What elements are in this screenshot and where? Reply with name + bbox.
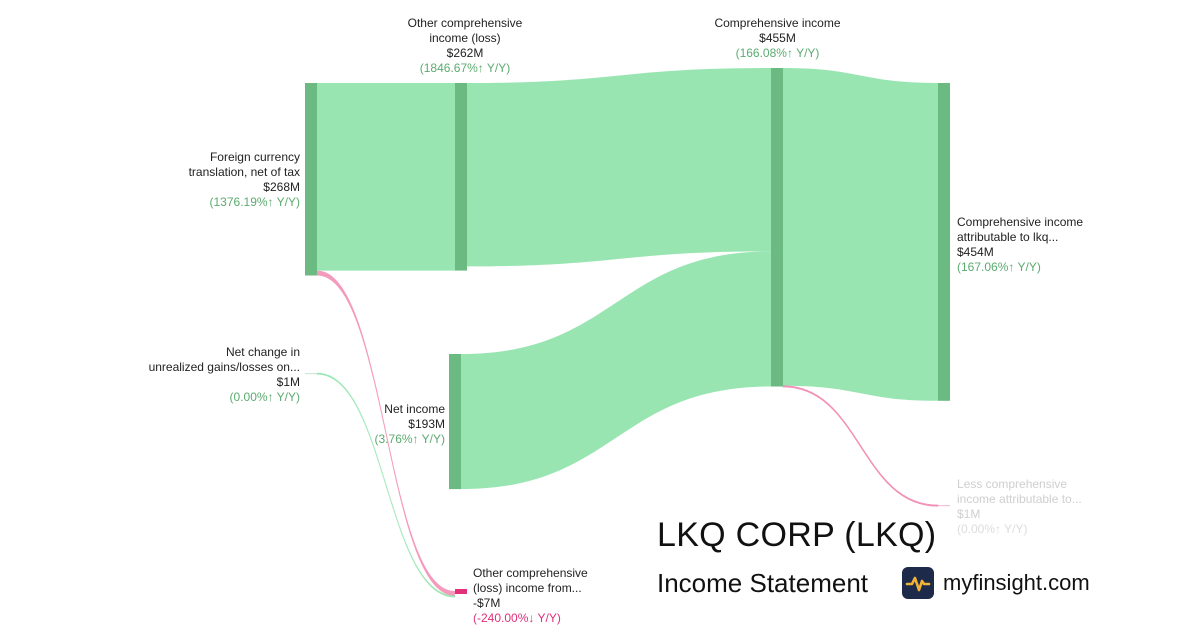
node-value: $193M xyxy=(408,417,445,431)
node-fx xyxy=(305,83,317,276)
link-oci-to-ci xyxy=(467,68,771,267)
node-oci xyxy=(455,83,467,271)
statement-title: Income Statement xyxy=(657,568,868,598)
node-change: (167.06%↑ Y/Y) xyxy=(957,260,1041,274)
node-unreal xyxy=(305,373,317,375)
node-value: $1M xyxy=(957,507,981,521)
node-label-line: Net income xyxy=(384,402,445,416)
node-label-line: (loss) income from... xyxy=(473,581,582,595)
node-change: (-240.00%↓ Y/Y) xyxy=(473,611,561,625)
node-label-line: Net change in xyxy=(225,345,300,359)
node-label-ocifrom: Other comprehensive(loss) income from...… xyxy=(473,566,623,626)
sankey-nodes xyxy=(305,68,950,594)
node-value: $268M xyxy=(263,180,300,194)
link-fx-to-ocifrom xyxy=(317,270,455,596)
pulse-line-icon xyxy=(902,567,934,599)
node-value: $262M xyxy=(446,46,484,60)
node-label-line: Less comprehensive xyxy=(957,477,1068,491)
node-label-line: attributable to lkq... xyxy=(957,230,1059,244)
node-value: $1M xyxy=(276,375,300,389)
node-change: (3.76%↑ Y/Y) xyxy=(374,432,445,446)
link-ci-to-lessci xyxy=(782,385,939,507)
node-label-line: translation, net of tax xyxy=(188,165,300,179)
node-label-line: Comprehensive income xyxy=(714,16,841,30)
node-change: (0.00%↑ Y/Y) xyxy=(229,390,300,404)
node-label-line: Comprehensive income xyxy=(957,215,1084,229)
node-label-ci: Comprehensive income$455M(166.08%↑ Y/Y) xyxy=(690,16,865,61)
node-change: (1846.67%↑ Y/Y) xyxy=(419,61,511,75)
node-value: $454M xyxy=(957,245,994,259)
link-ni-to-ci xyxy=(461,251,771,490)
node-change: (166.08%↑ Y/Y) xyxy=(735,46,820,60)
node-change: (1376.19%↑ Y/Y) xyxy=(209,195,301,209)
node-label-line: income attributable to... xyxy=(957,492,1082,506)
node-ocifrom xyxy=(455,589,467,594)
node-lessci xyxy=(938,505,950,507)
link-unreal-to-ocifrom xyxy=(316,372,456,598)
link-ci-to-cilkq xyxy=(783,68,938,401)
company-title: LKQ CORP (LKQ) xyxy=(657,516,937,554)
link-fx-to-oci xyxy=(317,83,455,271)
node-label-line: income (loss) xyxy=(429,31,501,45)
node-ci xyxy=(771,68,783,387)
node-value: -$7M xyxy=(473,596,501,610)
node-label-line: Foreign currency xyxy=(209,150,300,164)
sankey-links xyxy=(316,68,939,598)
site-name: myfinsight.com xyxy=(943,570,1090,595)
node-label-line: Other comprehensive xyxy=(407,16,523,30)
node-label-ni: Net income$193M(3.76%↑ Y/Y) xyxy=(330,402,445,447)
node-label-line: Other comprehensive xyxy=(473,566,588,580)
node-ni xyxy=(449,354,461,490)
node-change: (0.00%↑ Y/Y) xyxy=(957,522,1028,536)
node-cilkq xyxy=(938,83,950,401)
node-value: $455M xyxy=(759,31,796,45)
node-label-line: unrealized gains/losses on... xyxy=(148,360,300,374)
